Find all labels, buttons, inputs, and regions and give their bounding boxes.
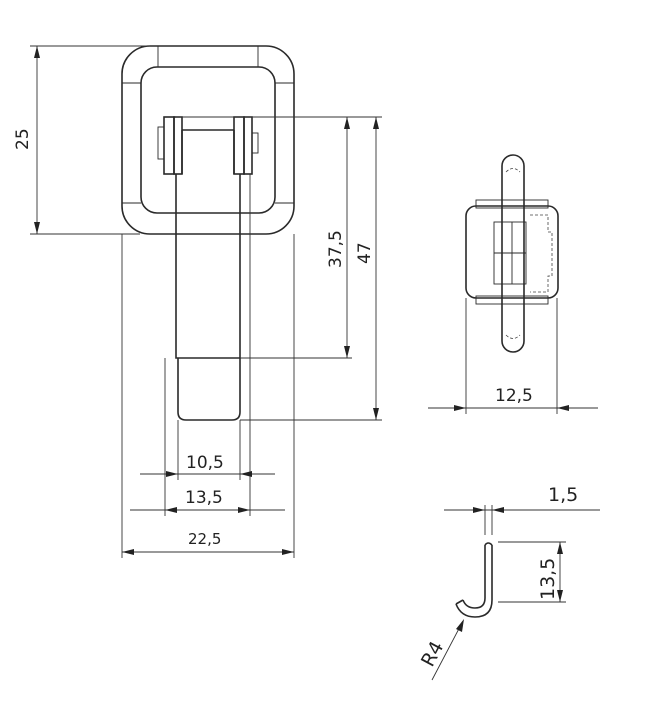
- dim-label-r4: R4: [417, 638, 448, 671]
- side-view: [465, 154, 559, 353]
- dim-label-47: 47: [355, 242, 375, 264]
- dim-label-1-5: 1,5: [548, 484, 578, 506]
- dim-label-37-5: 37,5: [326, 230, 346, 268]
- tongue: [177, 358, 241, 421]
- dim-label-13-5: 13,5: [185, 488, 223, 508]
- front-view: [121, 45, 295, 421]
- dimension-frame-height: 25: [13, 45, 150, 235]
- dimension-widths: 10,5 13,5 22,5: [121, 174, 295, 558]
- hinge: [157, 116, 259, 175]
- dim-label-22-5: 22,5: [188, 530, 221, 548]
- dim-label-12-5: 12,5: [495, 386, 533, 406]
- dim-label-25: 25: [13, 128, 33, 150]
- dimension-lengths: 37,5 47: [176, 116, 382, 421]
- frame-outer: [121, 45, 295, 235]
- profile-view: 1,5 13,5 R4: [417, 484, 600, 681]
- dim-label-10-5: 10,5: [186, 453, 224, 473]
- frame-inner: [140, 66, 276, 214]
- dim-label-hook-13-5: 13,5: [537, 558, 559, 600]
- strap: [175, 174, 241, 359]
- dimension-side-depth: 12,5: [428, 298, 598, 414]
